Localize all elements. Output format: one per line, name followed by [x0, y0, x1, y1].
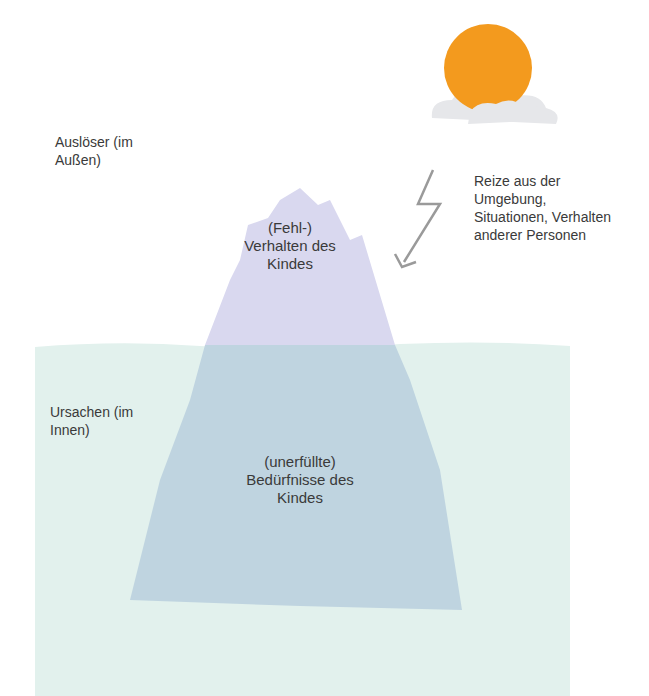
annotation-label: Ursachen (im Innen) — [50, 403, 150, 439]
sun — [444, 24, 532, 112]
annotation-label: Reize aus der Umgebung, Situationen, Ver… — [474, 172, 614, 244]
node-text: (Fehl-) Verhalten des Kindes — [235, 219, 345, 273]
cloud-front — [468, 100, 552, 124]
lightning-bolt — [404, 170, 440, 262]
node-text: (unerfüllte) Bedürfnisse des Kindes — [230, 453, 370, 507]
iceberg-shape — [205, 188, 395, 345]
iceberg-base: (unerfüllte) Bedürfnisse des Kindes — [120, 345, 470, 620]
iceberg-shape — [130, 345, 462, 610]
iceberg-tip: (Fehl-) Verhalten des Kindes — [195, 185, 405, 347]
annotation-label: Auslöser (im Außen) — [55, 133, 155, 169]
water — [35, 342, 570, 696]
lightning-arrowhead — [395, 254, 416, 267]
